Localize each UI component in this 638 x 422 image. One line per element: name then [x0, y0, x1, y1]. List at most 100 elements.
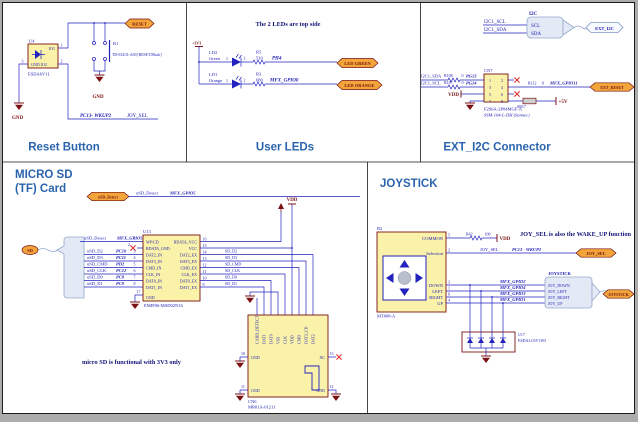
power-label: +3V3	[192, 41, 201, 46]
led-color-label: Orange	[209, 78, 222, 83]
component-part: MT008-A	[377, 314, 396, 319]
pin-number: 5	[134, 262, 136, 267]
net-label: JOY_DOWN	[548, 283, 570, 288]
component-ref: R112	[528, 81, 537, 86]
pin-number: 13	[330, 351, 334, 356]
pin-number: 11	[241, 384, 245, 389]
led-color-label: Green	[209, 56, 221, 61]
port-label: PD2	[116, 262, 125, 267]
port-label: PC12	[116, 268, 127, 273]
button-contact	[103, 41, 107, 45]
pin-label: NC	[319, 355, 325, 360]
arrow-right-icon	[415, 273, 423, 283]
section-title: User LEDs	[256, 142, 314, 154]
pin-label: WP/CD	[146, 239, 159, 244]
component-u4	[27, 43, 59, 69]
component-cn7	[483, 73, 509, 103]
pin-label: DAT0_EX	[180, 278, 197, 283]
net-flag-label: LED GREEN	[344, 61, 371, 66]
pin-label: COMMON	[422, 236, 444, 241]
net-flag-label: RESET	[132, 22, 147, 27]
net-label: SD_D3	[225, 255, 237, 260]
pin-number: 3	[448, 280, 450, 285]
section-micro-sd: MICRO SD (TF) Card uSD_Detect uSD_Detect…	[15, 169, 360, 410]
gnd-label: GND	[12, 116, 24, 121]
pin-label: DAT1_IN	[146, 285, 162, 290]
net-flag-label: uSD_Detect	[98, 194, 119, 199]
pin-label: DAT3_EX	[180, 259, 197, 264]
note-text: micro SD is functional with 3V3 only	[82, 359, 182, 366]
port-label: PC13- WKUP2	[80, 114, 112, 119]
pin-number: 10	[203, 275, 207, 280]
pin-label: DAT3_IN	[146, 259, 162, 264]
bus-bracket	[56, 236, 85, 299]
component-part: F2S6A-2P04MGF-A	[484, 107, 523, 112]
pin-number: 3	[489, 85, 491, 90]
component-part: MR01A-01211	[248, 405, 275, 410]
resistor-value: 100	[485, 232, 491, 237]
net-label: SD_CMD	[225, 262, 241, 267]
wires	[446, 237, 576, 332]
net-label: uSD_CMD	[87, 262, 108, 267]
component-ref: B1	[113, 41, 118, 46]
section-title: (TF) Card	[15, 183, 66, 195]
resistor-value: 0	[462, 73, 464, 78]
net-label: uSD_Detect	[136, 191, 159, 196]
net-flag-joy-sel	[575, 248, 617, 258]
net-label: I2C1_SDA	[421, 74, 442, 79]
port-label: MFX_GPIO0	[269, 79, 299, 84]
wires	[206, 204, 314, 315]
component-part: TD-0341X-A00 [RESET/Black]	[112, 53, 161, 57]
pin-number: 4	[448, 298, 450, 303]
bus-tag-label: SD	[27, 248, 34, 253]
port-label: PC8	[116, 275, 125, 280]
pin-label: IO1	[49, 46, 55, 51]
arrow-left-icon	[386, 273, 394, 283]
component-ref: LD1	[209, 72, 217, 77]
wires	[198, 46, 232, 85]
pin-number: 17	[137, 289, 141, 294]
bus-squiggle	[37, 248, 59, 252]
pin-number: 2	[61, 59, 63, 64]
pin-number: 4	[501, 85, 503, 90]
section-reset-button: U4 IO1 GND IO2 ESDA6V1L 1 2 3 B1 TD-0341…	[12, 18, 161, 154]
component-ref: U13	[143, 229, 151, 234]
bus-pin-label: SCL	[531, 24, 540, 29]
port-label: MFX_GPIO4	[499, 285, 526, 290]
pin-label: DAT0	[269, 334, 274, 344]
pin-number: 6	[134, 268, 136, 273]
component-u13	[142, 234, 201, 302]
net-label: uSD_D1	[87, 281, 103, 286]
section-title: Reset Button	[28, 142, 100, 154]
wires	[239, 356, 337, 394]
bus-taper-icon	[591, 281, 601, 303]
pin-label: GND IO2	[31, 62, 47, 67]
net-flag-led-orange	[336, 80, 383, 90]
joystick-center-button-icon	[397, 271, 412, 285]
component-ref: R108	[444, 73, 453, 78]
pin-number: 2	[448, 248, 450, 253]
port-label: PG14	[466, 81, 477, 86]
power-label: VDD	[287, 198, 298, 203]
component-u17	[461, 331, 516, 353]
wires	[483, 24, 527, 34]
component-part: ESDALC6V1W5	[518, 338, 546, 343]
gnd-label: GND	[93, 95, 105, 100]
pin-number: 6	[501, 92, 503, 97]
resistor-value: 680	[256, 78, 264, 83]
resistor-value: 0	[542, 81, 544, 86]
port-label: MFX_GPIO2	[499, 279, 526, 284]
pin-number: 2	[128, 242, 130, 247]
sd-card-glyph-icon	[304, 365, 320, 391]
component-part: SSM-104-L-DH (Samtec)	[484, 113, 530, 118]
port-label: MFX_GPIO3	[499, 291, 526, 296]
net-flag-ext-reset	[589, 82, 635, 92]
pin-label: DAT2	[311, 334, 316, 344]
net-flag-reset	[124, 18, 155, 29]
net-label: SD_CLK	[225, 268, 240, 273]
button-contact	[92, 57, 96, 61]
net-flag-label: EXT_RESET	[600, 85, 624, 90]
component-ref: LD2	[209, 50, 217, 55]
pin-label: Selection	[426, 251, 443, 256]
